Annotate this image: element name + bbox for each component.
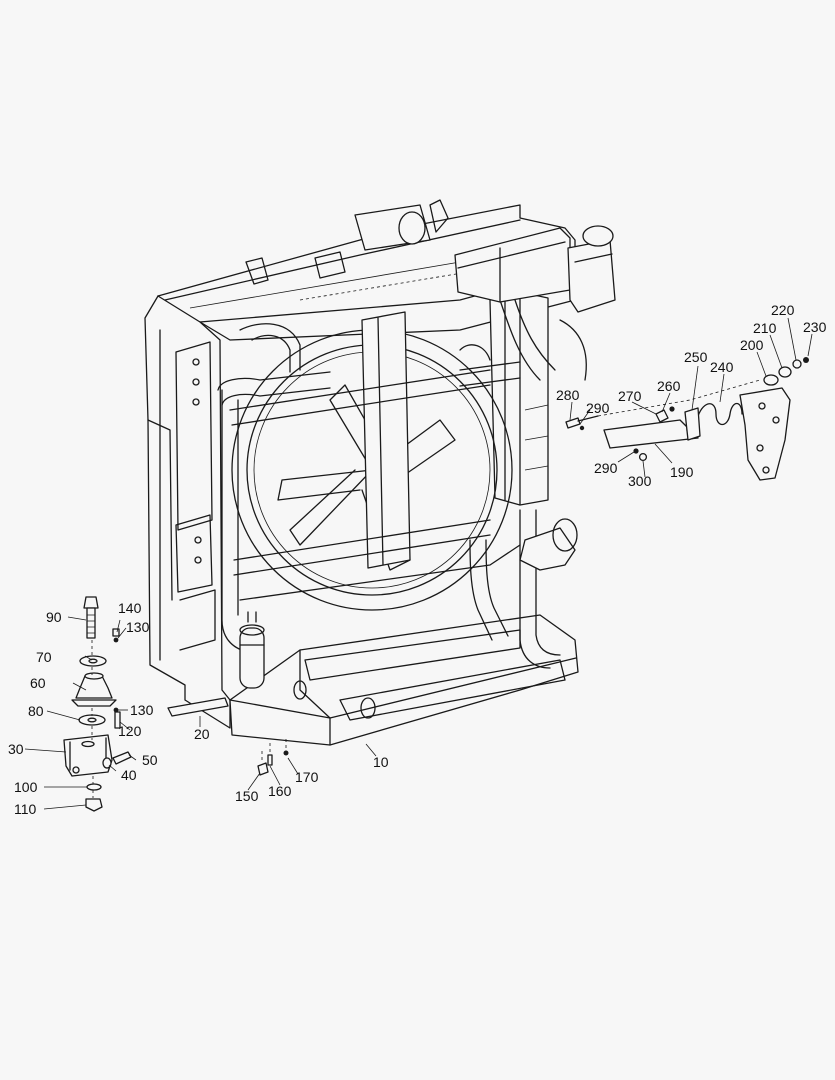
part-label-240: 240 — [710, 359, 734, 375]
part-label-80: 80 — [28, 703, 44, 719]
part-label-10: 10 — [373, 754, 389, 770]
part-label-110: 110 — [14, 801, 37, 817]
fan-shroud — [229, 269, 521, 611]
part-label-130-lower: 130 — [130, 702, 154, 718]
part-label-50: 50 — [142, 752, 158, 768]
part-label-210: 210 — [753, 320, 777, 336]
part-number-labels: 10 20 30 40 50 60 70 80 90 100 110 120 1… — [8, 302, 827, 817]
part-label-280: 280 — [556, 387, 580, 403]
leader-lines — [24, 317, 813, 810]
part-label-200: 200 — [740, 337, 764, 353]
part-label-130-upper: 130 — [126, 619, 150, 635]
part-label-260: 260 — [657, 378, 681, 394]
part-label-150: 150 — [235, 788, 259, 804]
rubber-mount-bracket-20 — [167, 697, 229, 717]
expansion-tanks — [245, 199, 616, 313]
radiator-frame — [144, 204, 579, 746]
part-label-60: 60 — [30, 675, 46, 691]
part-label-270: 270 — [618, 388, 642, 404]
part-label-190: 190 — [670, 464, 694, 480]
coolant-pipes — [217, 299, 587, 669]
part-label-250: 250 — [684, 349, 708, 365]
part-label-100: 100 — [14, 779, 38, 795]
receiver-drier — [239, 611, 265, 689]
part-label-230: 230 — [803, 319, 827, 335]
part-label-300: 300 — [628, 473, 652, 489]
left-mount-hardware — [63, 596, 132, 812]
part-label-30: 30 — [8, 741, 24, 757]
part-label-120: 120 — [118, 723, 142, 739]
part-label-160: 160 — [268, 783, 292, 799]
part-label-290-upper: 290 — [586, 400, 610, 416]
right-bracket-hardware — [565, 357, 809, 481]
lower-small-parts — [257, 738, 289, 776]
part-label-140: 140 — [118, 600, 142, 616]
part-label-90: 90 — [46, 609, 62, 625]
part-label-70: 70 — [36, 649, 52, 665]
part-label-290-lower: 290 — [594, 460, 618, 476]
part-label-170: 170 — [295, 769, 319, 785]
part-label-20: 20 — [194, 726, 210, 742]
part-label-40: 40 — [121, 767, 137, 783]
part-label-220: 220 — [771, 302, 795, 318]
